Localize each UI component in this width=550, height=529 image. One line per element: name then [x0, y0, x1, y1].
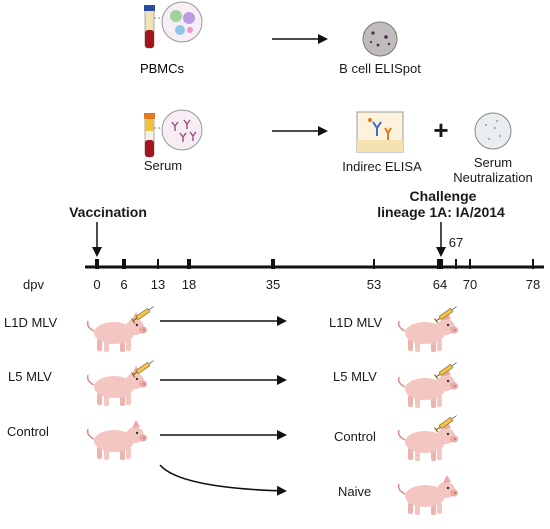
- tick-mark-64: [437, 259, 443, 269]
- tick-mark-70: [469, 259, 471, 269]
- tick-mark-67: [455, 259, 457, 269]
- tick-label-78: 78: [526, 277, 540, 292]
- tick-mark-0: [95, 259, 99, 269]
- pig-naive-right-icon: [397, 474, 459, 516]
- tick-label-6: 6: [120, 277, 127, 292]
- pig-control-right-icon: [397, 420, 459, 462]
- pbmc-blood-tube-icon: [144, 5, 155, 49]
- arrow-naive: [159, 464, 287, 496]
- tick-label-0: 0: [93, 277, 100, 292]
- plus-sign: +: [433, 115, 448, 145]
- tick-mark-35: [271, 259, 275, 269]
- pbmc-label: PBMCs: [140, 61, 185, 76]
- tick-mark-18: [187, 259, 191, 269]
- left-group-label-l5: L5 MLV: [8, 369, 52, 384]
- tick-mark-53: [373, 259, 375, 269]
- elisa-well-icon: [356, 111, 404, 153]
- pig-control-left-icon: [86, 419, 148, 461]
- pig-l1d-right-icon: [397, 311, 459, 353]
- right-group-label-l5: L5 MLV: [333, 369, 377, 384]
- serum-tube-icon: [144, 113, 155, 158]
- tick-label-53: 53: [367, 277, 381, 292]
- left-group-label-l1d: L1D MLV: [4, 315, 58, 330]
- neutralization-plate-icon: [474, 112, 512, 150]
- left-group-label-control: Control: [7, 424, 49, 439]
- neutralization-label-line1: Serum: [474, 155, 512, 170]
- challenge-label-line2: lineage 1A: IA/2014: [377, 204, 505, 220]
- tick-mark-13: [157, 259, 159, 269]
- tick-label-35: 35: [266, 277, 280, 292]
- right-group-label-control: Control: [334, 429, 376, 444]
- vaccination-label: Vaccination: [69, 204, 147, 220]
- tick-label-70: 70: [463, 277, 477, 292]
- tick-label-64: 64: [433, 277, 447, 292]
- antibodies-icon: [161, 109, 203, 151]
- neutralization-label-line2: Neutralization: [453, 170, 533, 185]
- tick-mark-78: [532, 259, 534, 269]
- tick-label-18: 18: [182, 277, 196, 292]
- pbmc-cells-icon: [161, 1, 203, 43]
- dpv-label: dpv: [23, 277, 44, 292]
- elisa-label: Indirec ELISA: [342, 159, 422, 174]
- extra-tick-label-67: 67: [449, 235, 463, 250]
- elispot-well-icon: [362, 21, 398, 57]
- tick-label-13: 13: [151, 277, 165, 292]
- challenge-label-line1: Challenge: [410, 188, 477, 204]
- elispot-label: B cell ELISpot: [339, 61, 421, 76]
- right-group-label-naive: Naive: [338, 484, 371, 499]
- serum-label: Serum: [144, 158, 182, 173]
- tick-mark-6: [122, 259, 126, 269]
- pig-l5-right-icon: [397, 367, 459, 409]
- right-group-label-l1d: L1D MLV: [329, 315, 383, 330]
